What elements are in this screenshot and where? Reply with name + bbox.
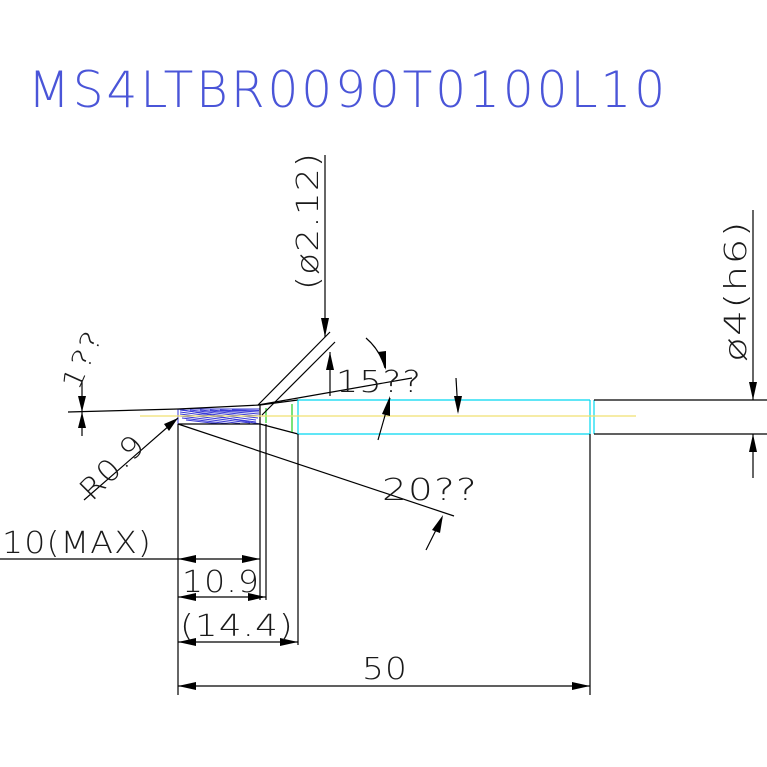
tip-angle-dimension	[67, 380, 179, 436]
angle-20-dimension	[177, 423, 455, 551]
tip-angle-label: 1??	[56, 326, 110, 395]
angle-15-dimension	[257, 337, 462, 441]
part-number-title: MS4LTBR0090T0100L10	[28, 61, 668, 119]
neck-diameter-label: (ø2.12)	[291, 152, 326, 290]
neck-diameter-leader	[257, 155, 336, 416]
shank-diameter-label: ø4(h6)	[719, 220, 754, 362]
shank	[297, 399, 595, 435]
max-length-dimension	[0, 555, 260, 563]
radius-label: R0.9	[73, 428, 153, 508]
shank-diameter-dimension	[749, 210, 757, 478]
length-50-dimension	[178, 682, 590, 690]
length-50-label: 50	[362, 652, 408, 687]
taper-top-edge	[259, 399, 299, 406]
tool-body	[140, 399, 767, 435]
length-14-4-label: (14.4)	[180, 609, 294, 644]
length-10-9-label: 10.9	[182, 565, 260, 600]
length-10-9-dimension	[178, 593, 266, 601]
tip-top-edge	[177, 404, 261, 410]
angle-15-label: 15??	[336, 365, 422, 400]
length-14-4-dimension	[178, 638, 298, 646]
radius-leader	[83, 417, 179, 501]
max-length-label: 10(MAX)	[2, 526, 152, 561]
angle-20-label: 20??	[382, 473, 478, 508]
